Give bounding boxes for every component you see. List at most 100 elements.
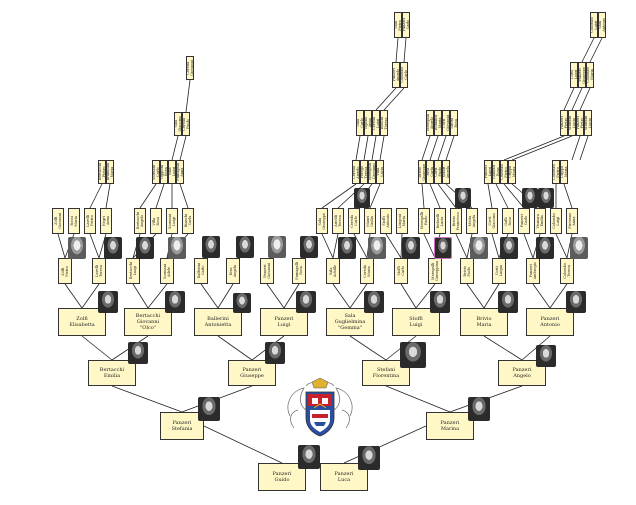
connector-line [421, 183, 425, 209]
person-box-p-panzeri-angelo[interactable]: Panzeri Angelo [498, 360, 546, 386]
person-box-a10[interactable]: Airoldi Teresa [332, 208, 344, 234]
portrait-photo [430, 291, 450, 313]
person-box-b17[interactable]: Colombo Pietro [552, 160, 560, 184]
person-box-c10[interactable]: Mariani Lucia [568, 110, 576, 136]
person-box-e3[interactable]: Panzeri Carlo [402, 12, 410, 38]
person-box-a6[interactable]: Villa Rosa [150, 208, 162, 234]
person-box-c1[interactable]: Sala Carlo [356, 110, 364, 136]
person-box-p-g5-4[interactable]: Sormani Adele [160, 258, 174, 284]
person-box-p-stefani-florentina[interactable]: Stefani Florentina [362, 360, 410, 386]
person-box-b2[interactable]: Brambilla Maria [106, 160, 114, 184]
person-box-b7[interactable]: Cereda Angelo [352, 160, 360, 184]
person-box-b5[interactable]: Sala Luigi [168, 160, 176, 184]
person-box-a23[interactable]: Colombo Luigi [550, 208, 562, 234]
person-box-a24[interactable]: Pirovano Anna [566, 208, 578, 234]
person-box-a18[interactable]: Motta Angela [466, 208, 478, 234]
person-box-b8[interactable]: Perego Teresa [360, 160, 368, 184]
person-box-b4[interactable]: Oggioni Rosa [160, 160, 168, 184]
person-box-p-stefania[interactable]: Panzeri Stefania [160, 412, 204, 440]
person-box-b17[interactable]: Colombo Pietro [500, 160, 508, 184]
person-box-b18[interactable]: Crippa Maria [560, 160, 568, 184]
person-box-b1[interactable]: Bertacchi Pietro [98, 160, 106, 184]
person-box-p-g5-14[interactable]: Corti Luigia [492, 258, 506, 284]
person-box-b13[interactable]: Corti Paolo [434, 160, 442, 184]
person-box-d3[interactable]: Panzeri Angelo [392, 62, 400, 88]
person-box-c3[interactable]: Cereda Luigi [372, 110, 380, 136]
person-box-p-g5-1[interactable]: Zolfi Pietro [58, 258, 72, 284]
person-box-a8[interactable]: Bianchi Carla [182, 208, 194, 234]
person-box-p-panzeri-giuseppe[interactable]: Panzeri Giuseppe [228, 360, 276, 386]
person-box-e2[interactable]: Sala Pietro [394, 12, 402, 38]
person-box-c9[interactable]: Panzeri Pietro [576, 110, 584, 136]
person-box-a3[interactable]: Lavelli Pietro [84, 208, 96, 234]
person-box-c9[interactable]: Panzeri Pietro [560, 110, 568, 136]
person-box-a13[interactable]: Stoffi Antonio [380, 208, 392, 234]
person-box-p-g5-11[interactable]: Stoffi Carlo [394, 258, 408, 284]
person-box-a22[interactable]: Vismara Emilia [534, 208, 546, 234]
person-box-a12[interactable]: Mauri Giulia [364, 208, 376, 234]
person-box-c6[interactable]: Bonfanti Maria [434, 110, 442, 136]
person-box-p-g5-12[interactable]: Meregalli Giuseppina [428, 258, 442, 284]
person-box-a1[interactable]: Zolfi Giovanni [52, 208, 64, 234]
person-box-a9[interactable]: Sala Giuseppe [316, 208, 328, 234]
family-coat-of-arms [287, 377, 353, 437]
person-box-a4[interactable]: Negri Anna [100, 208, 112, 234]
person-box-p-luca[interactable]: Panzeri Luca [320, 463, 368, 491]
person-box-a14[interactable]: Longoni Maria [396, 208, 408, 234]
person-box-d7[interactable]: Colombo Maria [586, 62, 594, 88]
person-box-d4[interactable]: Colombo Carlo [400, 62, 408, 88]
person-box-p-g5-9[interactable]: Sala Achille [326, 258, 340, 284]
person-box-p-marina[interactable]: Panzeri Marina [426, 412, 474, 440]
person-box-p-g5-3[interactable]: Bertacchi Luigi [126, 258, 140, 284]
person-box-a11[interactable]: Cereda Carlo [348, 208, 360, 234]
person-box-b16[interactable]: Galbiati Rosa [492, 160, 500, 184]
person-box-a20[interactable]: Galli Rosa [502, 208, 514, 234]
person-box-d6[interactable]: Panzeri Giuseppe [578, 62, 586, 88]
person-box-b3[interactable]: Sormani Carlo [152, 160, 160, 184]
person-box-b12[interactable]: Riva Carla [426, 160, 434, 184]
person-name: Stefani Florentina [372, 367, 400, 379]
person-box-a17[interactable]: Brivio Francesco [450, 208, 462, 234]
person-box-f1[interactable]: Sala Antonio [598, 12, 606, 38]
person-box-p-sala[interactable]: Sala Guglielmina "Gemma" [326, 308, 374, 336]
person-box-p-bertacchi-g[interactable]: Bertacchi Giovanni "Olco" [124, 308, 172, 336]
person-box-d2[interactable]: Cereda Paolo [182, 112, 190, 136]
person-box-a15[interactable]: Meregalli Paolo [418, 208, 430, 234]
connector-line [111, 385, 183, 413]
person-box-a16[interactable]: Redaelli Lucia [434, 208, 446, 234]
person-box-b14[interactable]: Mauri Angela [442, 160, 450, 184]
person-box-p-g5-6[interactable]: Riva Angela [226, 258, 240, 284]
person-box-p-g5-8[interactable]: Fumagalli Rosa [292, 258, 306, 284]
person-box-a19[interactable]: Corti Giacomo [486, 208, 498, 234]
person-box-p-g5-5[interactable]: Ballerini Carlo [194, 258, 208, 284]
person-box-a7[interactable]: Sormani Luigi [166, 208, 178, 234]
person-box-a5[interactable]: Bertacchi Angelo [134, 208, 146, 234]
person-box-c5[interactable]: Meregalli Angelo [426, 110, 434, 136]
person-box-c7[interactable]: Corti Giovanni [442, 110, 450, 136]
person-box-e1[interactable]: Cereda Giovanni [186, 56, 194, 80]
person-box-a2[interactable]: Rossi Maria [68, 208, 80, 234]
person-box-p-g5-15[interactable]: Panzeri Ambrogio [526, 258, 540, 284]
person-box-d1[interactable]: Sala Giacomo [174, 112, 182, 136]
person-box-b18[interactable]: Crippa Maria [508, 160, 516, 184]
person-box-p-g5-16[interactable]: Colombo Teresa [560, 258, 574, 284]
person-box-a21[interactable]: Panzeri Carlo [518, 208, 530, 234]
person-box-b6[interactable]: Fumagalli Anna [176, 160, 184, 184]
person-box-c4[interactable]: Ronchi Teresa [380, 110, 388, 136]
person-box-c8[interactable]: Sironi Rosa [450, 110, 458, 136]
person-box-p-ballerini[interactable]: Ballerini Antonietta [194, 308, 242, 336]
person-box-p-bertacchi-emilia[interactable]: Bertacchi Emilia [88, 360, 136, 386]
person-box-p-g5-13[interactable]: Brivio Paolo [460, 258, 474, 284]
person-box-e4[interactable]: Colombo Luigi [590, 12, 598, 38]
person-box-c2[interactable]: Viganò Anna [364, 110, 372, 136]
person-box-b9[interactable]: Meregalli Giovanni [368, 160, 376, 184]
person-box-d5[interactable]: Corti Luigi [570, 62, 578, 88]
person-box-p-g5-2[interactable]: Lavelli Teresa [92, 258, 106, 284]
person-box-p-g5-7[interactable]: Panzeri Giovanni [260, 258, 274, 284]
person-box-b10[interactable]: Villa Lucia [376, 160, 384, 184]
person-box-b15[interactable]: Panzeri Luigi [484, 160, 492, 184]
person-box-c10[interactable]: Mariani Lucia [584, 110, 592, 136]
person-box-b11[interactable]: Brivio Giuseppe [418, 160, 426, 184]
person-box-p-zolfi[interactable]: Zolfi Elisabetta [58, 308, 106, 336]
person-box-p-g5-10[interactable]: Cereda Maria [360, 258, 374, 284]
